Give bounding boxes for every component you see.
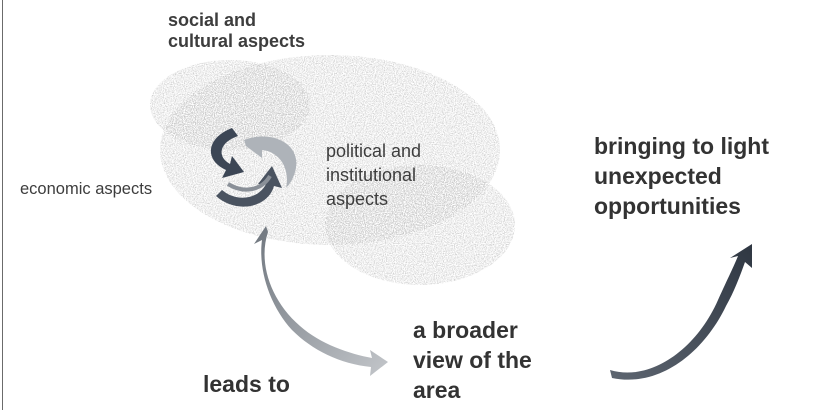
cycle-arrows	[210, 128, 297, 207]
political-line-1: political and	[326, 141, 422, 161]
social-cultural-line-1: social and	[168, 10, 257, 30]
background-texture	[150, 55, 515, 285]
social-cultural-line-2: cultural aspects	[168, 30, 306, 51]
bringing-line-3: opportunities	[594, 192, 741, 219]
bringing-to-light-label: bringing to light unexpected opportuniti…	[594, 132, 769, 222]
broader-view-label: a broader view of the area	[413, 316, 532, 406]
cycle-arrow-dark	[210, 128, 244, 178]
left-border-line	[2, 0, 3, 410]
political-institutional-label: political and institutional aspects	[326, 140, 421, 212]
broader-line-3: area	[413, 376, 461, 403]
bringing-line-2: unexpected	[594, 162, 722, 189]
political-line-3: aspects	[326, 188, 389, 209]
bringing-arrow	[610, 244, 752, 380]
cycle-arrow-light	[244, 136, 297, 188]
economic-aspects-label: economic aspects	[20, 180, 153, 198]
broader-line-2: view of the	[413, 346, 532, 373]
social-cultural-label: social and cultural aspects	[168, 10, 305, 51]
bringing-line-1: bringing to light	[594, 133, 770, 159]
broader-line-1: a broader	[413, 317, 518, 343]
leads-to-arrow	[254, 226, 388, 376]
political-line-2: institutional	[326, 164, 417, 185]
cycle-arrow-mid	[216, 166, 282, 207]
leads-to-label: leads to	[203, 371, 290, 397]
